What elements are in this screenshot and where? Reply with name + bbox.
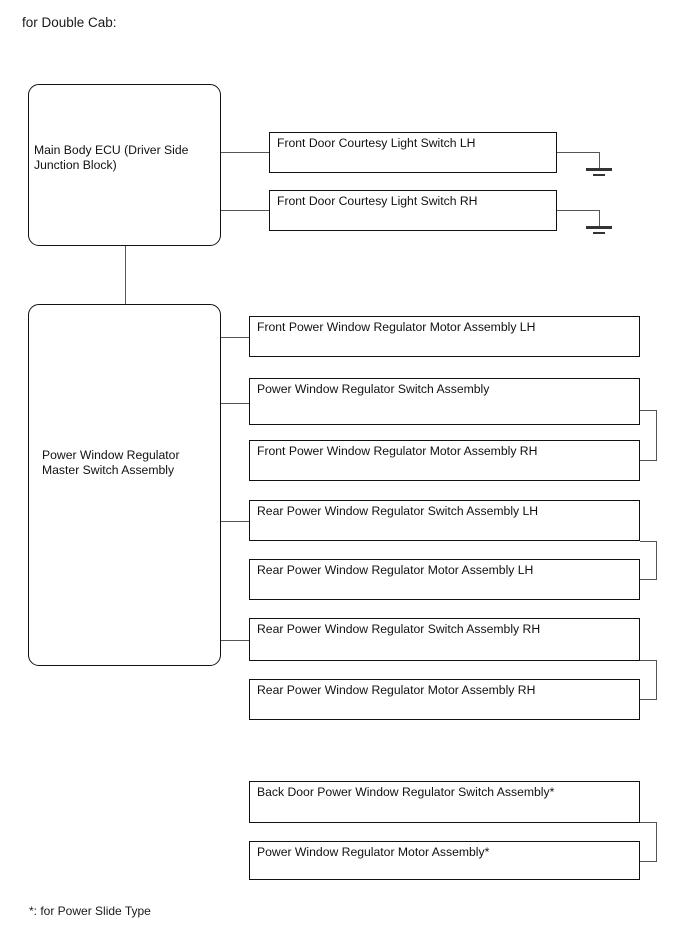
component-label-pw-switch-assembly: Power Window Regulator Switch Assembly	[257, 382, 490, 396]
bracket-vertical-rear-lh	[656, 541, 657, 579]
bracket-vertical-pw-switch-front-motor-rh	[656, 410, 657, 460]
bracket-bottom-detached	[640, 861, 657, 862]
bracket-vertical-detached	[656, 822, 657, 861]
wire-courtesy-rh-ground-drop	[599, 210, 600, 227]
component-box-rear-pw-switch-rh: Rear Power Window Regulator Switch Assem…	[249, 618, 640, 661]
component-box-back-door-pw-switch: Back Door Power Window Regulator Switch …	[249, 781, 640, 823]
bracket-bottom-rear-rh	[640, 699, 657, 700]
component-box-rear-pw-motor-lh: Rear Power Window Regulator Motor Assemb…	[249, 559, 640, 600]
ecu-label-main-body-ecu: Main Body ECU (Driver Side Junction Bloc…	[34, 143, 189, 172]
component-label-rear-pw-motor-rh: Rear Power Window Regulator Motor Assemb…	[257, 683, 536, 697]
component-label-front-door-courtesy-light-switch-rh: Front Door Courtesy Light Switch RH	[277, 194, 478, 208]
ecu-box-power-window-master-switch	[28, 304, 221, 666]
ecu-box-main-body-ecu	[28, 84, 221, 246]
wire-ecu-to-master-switch	[125, 246, 126, 304]
bracket-top-detached	[640, 822, 657, 823]
bracket-vertical-rear-rh	[656, 660, 657, 699]
wire-master-to-pw-switch-assembly	[221, 403, 249, 404]
component-box-front-pw-motor-rh: Front Power Window Regulator Motor Assem…	[249, 440, 640, 481]
wire-master-to-rear-pw-switch-rh	[221, 640, 249, 641]
component-box-rear-pw-switch-lh: Rear Power Window Regulator Switch Assem…	[249, 500, 640, 541]
diagram-footnote: *: for Power Slide Type	[29, 904, 151, 918]
wire-ecu-to-courtesy-rh	[221, 210, 269, 211]
component-label-back-door-pw-switch: Back Door Power Window Regulator Switch …	[257, 785, 555, 799]
component-label-pw-motor-assembly: Power Window Regulator Motor Assembly*	[257, 845, 490, 859]
component-box-front-door-courtesy-light-switch-lh: Front Door Courtesy Light Switch LH	[269, 132, 557, 173]
wire-courtesy-lh-to-ground	[557, 152, 600, 153]
wire-ecu-to-courtesy-lh	[221, 152, 269, 153]
component-label-front-pw-motor-lh: Front Power Window Regulator Motor Assem…	[257, 320, 536, 334]
bracket-top-rear-rh	[640, 660, 657, 661]
component-label-rear-pw-switch-lh: Rear Power Window Regulator Switch Assem…	[257, 504, 539, 518]
bracket-top-pw-switch-front-motor-rh	[640, 410, 657, 411]
component-label-rear-pw-motor-lh: Rear Power Window Regulator Motor Assemb…	[257, 563, 534, 577]
component-box-pw-switch-assembly: Power Window Regulator Switch Assembly	[249, 378, 640, 425]
diagram-caption: for Double Cab:	[22, 15, 117, 30]
wire-master-to-front-pw-motor-lh	[221, 337, 249, 338]
bracket-bottom-pw-switch-front-motor-rh	[640, 460, 657, 461]
bracket-bottom-rear-lh	[640, 579, 657, 580]
component-label-front-door-courtesy-light-switch-lh: Front Door Courtesy Light Switch LH	[277, 136, 476, 150]
component-label-rear-pw-switch-rh: Rear Power Window Regulator Switch Assem…	[257, 622, 541, 636]
wire-master-to-rear-pw-switch-lh	[221, 521, 249, 522]
component-box-front-pw-motor-lh: Front Power Window Regulator Motor Assem…	[249, 316, 640, 357]
ecu-label-power-window-master-switch: Power Window Regulator Master Switch Ass…	[42, 448, 180, 477]
component-box-front-door-courtesy-light-switch-rh: Front Door Courtesy Light Switch RH	[269, 190, 557, 231]
wire-courtesy-rh-to-ground	[557, 210, 600, 211]
bracket-top-rear-lh	[640, 541, 657, 542]
component-box-pw-motor-assembly: Power Window Regulator Motor Assembly*	[249, 841, 640, 880]
component-label-front-pw-motor-rh: Front Power Window Regulator Motor Assem…	[257, 444, 538, 458]
wire-courtesy-lh-ground-drop	[599, 152, 600, 169]
component-box-rear-pw-motor-rh: Rear Power Window Regulator Motor Assemb…	[249, 679, 640, 720]
